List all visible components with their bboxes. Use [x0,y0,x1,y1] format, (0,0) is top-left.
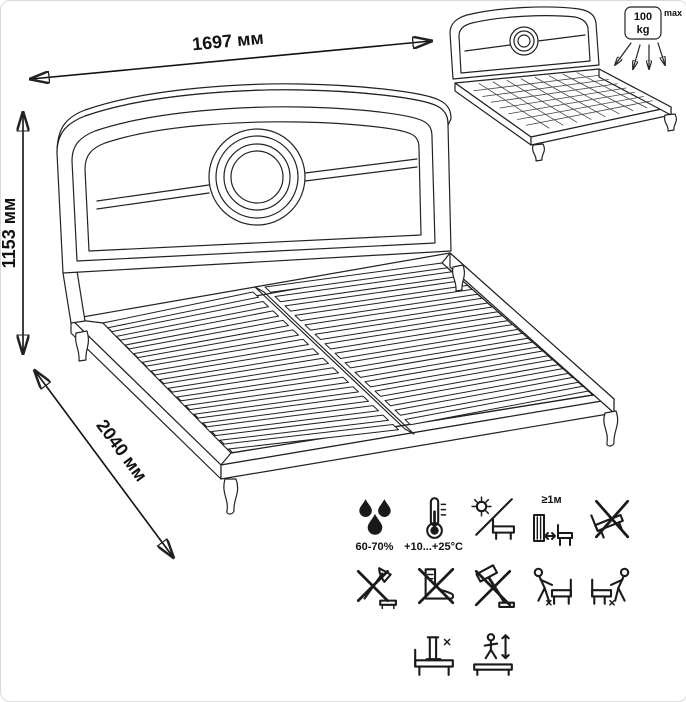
no-direct-sunlight-icon [470,496,515,540]
dimension-length-label: 2040 мм [92,416,151,485]
care-pictogram-grid: 60-70% +10...+25°C [345,493,645,697]
bed-legs [74,264,619,515]
max-load-unit: kg [637,24,650,36]
care-do-not-stand [404,629,463,697]
heater-distance-icon [532,514,573,546]
do-not-stand-icon [413,636,454,676]
slat-group-right [264,262,589,426]
no-hammer-icon [474,564,515,608]
max-load-value: 100 [634,11,652,23]
care-do-not-jump [463,629,522,697]
headboard-medallion [208,128,306,226]
thermometer-icon [425,497,446,539]
do-not-jump-icon [472,633,513,676]
care-no-kicking [404,561,463,629]
headboard [56,83,452,324]
care-temperature: +10...+25°C [404,493,463,561]
care-sunlight [463,493,522,561]
max-load-badge: 100 kg max [615,6,682,69]
max-load-max-label: max [664,8,682,18]
care-humidity: 60-70% [345,493,404,561]
care-do-not-drag [581,561,640,629]
care-do-not-tilt [581,493,640,561]
do-not-push-icon [533,567,572,606]
temperature-label: +10...+25°C [404,541,463,553]
care-no-axe [345,561,404,629]
care-no-hammer [463,561,522,629]
water-drops-icon [358,499,391,535]
humidity-label: 60-70% [355,541,394,553]
dimension-height: 1153 мм [1,113,23,353]
do-not-tilt-icon [589,499,629,539]
slat-group-left [102,291,399,450]
dimension-width: 1697 мм [31,28,431,79]
do-not-drag-icon [590,567,629,606]
no-kicking-icon [417,567,454,605]
care-heater-distance: ≥1м [522,493,581,561]
heater-distance-label: ≥1м [541,494,562,506]
bed-base-frame [70,252,615,480]
assembled-bed-thumbnail: 100 kg max [449,6,682,162]
dimension-width-label: 1697 мм [191,28,264,55]
no-axe-icon [356,567,397,609]
dimension-height-label: 1153 мм [1,198,19,269]
care-do-not-push [522,561,581,629]
slat-lattice [473,72,653,129]
